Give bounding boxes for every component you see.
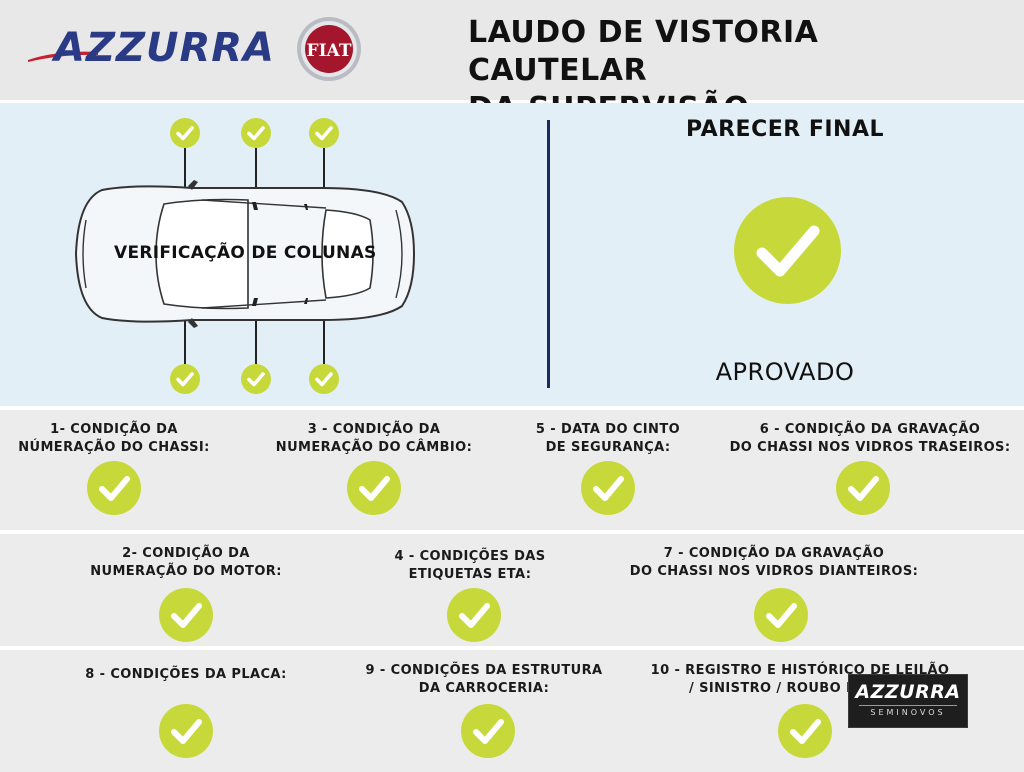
checkmark-icon bbox=[170, 364, 200, 394]
checkmark-icon bbox=[170, 118, 200, 148]
checkmark-icon bbox=[309, 364, 339, 394]
checkmark-icon bbox=[447, 588, 501, 642]
checkmark-icon bbox=[734, 197, 841, 304]
column-line bbox=[255, 148, 257, 211]
checkmark-icon bbox=[836, 461, 890, 515]
column-line bbox=[184, 148, 186, 193]
swoosh-icon bbox=[28, 51, 98, 62]
checklist-item: 2- CONDIÇÃO DA NUMERAÇÃO DO MOTOR: bbox=[72, 545, 300, 581]
brand-logo: AZZURRA bbox=[28, 18, 275, 78]
verdict-title: PARECER FINAL bbox=[685, 117, 885, 142]
checkmark-icon bbox=[309, 118, 339, 148]
header: AZZURRA FIAT LAUDO DE VISTORIA CAUTELAR … bbox=[0, 0, 1024, 126]
checkmark-icon bbox=[87, 461, 141, 515]
checklist-item-label: 1- CONDIÇÃO DA NÚMERAÇÃO DO CHASSI: bbox=[18, 422, 210, 455]
watermark-logo: AZZURRA SEMINOVOS bbox=[848, 674, 968, 728]
watermark-subtitle: SEMINOVOS bbox=[870, 708, 946, 717]
column-line bbox=[323, 305, 325, 364]
checklist-item: 9 - CONDIÇÕES DA ESTRUTURA DA CARROCERIA… bbox=[352, 662, 616, 698]
car-caption: VERIFICAÇÃO DE COLUNAS bbox=[114, 243, 377, 263]
checklist-item-label: 4 - CONDIÇÕES DAS ETIQUETAS ETA: bbox=[394, 549, 546, 582]
hero-divider bbox=[547, 120, 550, 388]
checkmark-icon bbox=[241, 364, 271, 394]
checkmark-icon bbox=[754, 588, 808, 642]
car-topview-icon bbox=[72, 180, 416, 328]
checklist-item: 6 - CONDIÇÃO DA GRAVAÇÃO DO CHASSI NOS V… bbox=[716, 421, 1024, 457]
fiat-badge-text: FIAT bbox=[307, 41, 352, 61]
checkmark-icon bbox=[159, 704, 213, 758]
checklist-item-label: 7 - CONDIÇÃO DA GRAVAÇÃO DO CHASSI NOS V… bbox=[629, 546, 919, 579]
checklist-item: 4 - CONDIÇÕES DAS ETIQUETAS ETA: bbox=[370, 548, 570, 584]
fiat-badge-icon: FIAT bbox=[296, 16, 362, 82]
brand-name: AZZURRA bbox=[54, 25, 276, 71]
checkmark-icon bbox=[581, 461, 635, 515]
checkmark-icon bbox=[778, 704, 832, 758]
checkmark-icon bbox=[347, 461, 401, 515]
checklist-item-label: 2- CONDIÇÃO DA NUMERAÇÃO DO MOTOR: bbox=[90, 546, 282, 579]
checklist-item: 1- CONDIÇÃO DA NÚMERAÇÃO DO CHASSI: bbox=[0, 421, 228, 457]
column-line bbox=[255, 300, 257, 364]
column-line bbox=[184, 312, 186, 364]
checklist-item-label: 5 - DATA DO CINTO DE SEGURANÇA: bbox=[535, 422, 681, 455]
watermark-divider bbox=[859, 705, 957, 706]
checklist-item-label: 3 - CONDIÇÃO DA NUMERAÇÃO DO CÂMBIO: bbox=[275, 422, 473, 455]
watermark-name: AZZURRA bbox=[855, 681, 961, 703]
column-line bbox=[323, 148, 325, 198]
checklist-item-label: 6 - CONDIÇÃO DA GRAVAÇÃO DO CHASSI NOS V… bbox=[729, 422, 1011, 455]
checklist-item-label: 8 - CONDIÇÕES DA PLACA: bbox=[85, 667, 287, 682]
checklist-item: 7 - CONDIÇÃO DA GRAVAÇÃO DO CHASSI NOS V… bbox=[618, 545, 930, 581]
checklist-item: 5 - DATA DO CINTO DE SEGURANÇA: bbox=[500, 421, 716, 457]
checkmark-icon bbox=[461, 704, 515, 758]
checklist-item-label: 9 - CONDIÇÕES DA ESTRUTURA DA CARROCERIA… bbox=[365, 663, 603, 696]
page-title-line1: LAUDO DE VISTORIA CAUTELAR bbox=[468, 15, 819, 88]
checklist-item: 8 - CONDIÇÕES DA PLACA: bbox=[70, 666, 302, 684]
checklist-item: 3 - CONDIÇÃO DA NUMERAÇÃO DO CÂMBIO: bbox=[258, 421, 490, 457]
verdict-status: APROVADO bbox=[715, 358, 855, 386]
checkmark-icon bbox=[241, 118, 271, 148]
checkmark-icon bbox=[159, 588, 213, 642]
